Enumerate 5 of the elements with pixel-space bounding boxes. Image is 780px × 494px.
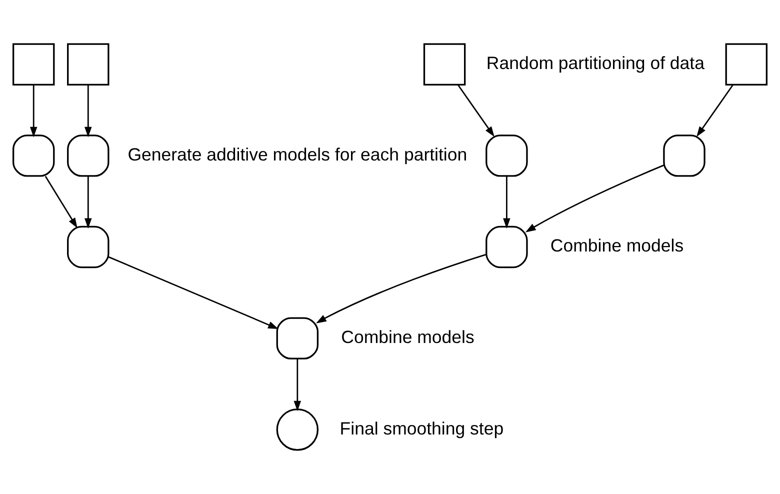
label: Combine models [550, 236, 684, 256]
label: Final smoothing step [340, 418, 504, 438]
label: Generate additive models for each partition [128, 144, 468, 164]
label: Combine models [341, 327, 474, 348]
label: Random partitioning of data [486, 53, 705, 74]
